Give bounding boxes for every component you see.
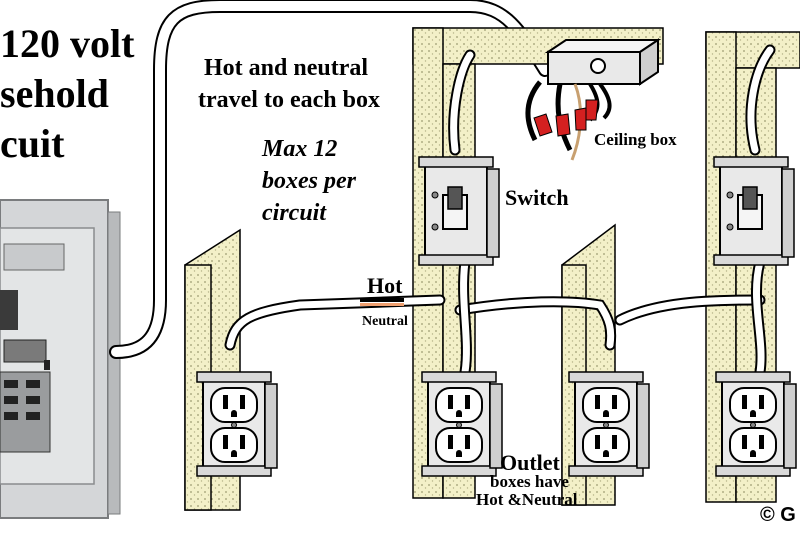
breaker-panel — [0, 199, 121, 519]
title-line-1: 120 volt — [0, 21, 135, 66]
copyright-label: © G — [760, 504, 796, 526]
ceiling-box-label: Ceiling box — [594, 130, 677, 149]
hot-neutral-wires — [360, 298, 404, 306]
hot-label: Hot — [367, 273, 403, 298]
max-label-line-1: Max 12 — [262, 136, 338, 162]
title-line-2: sehold — [0, 71, 109, 116]
main-cable — [109, 0, 552, 359]
outlet-label-line-1: Outlet — [500, 450, 560, 475]
ceiling-box — [525, 38, 662, 161]
outlet-label-line-2: boxes have — [490, 472, 569, 491]
outlet-1 — [196, 371, 278, 477]
outlet-2 — [421, 371, 503, 477]
travel-label-line-2: travel to each box — [198, 87, 380, 113]
switch-2 — [713, 156, 795, 266]
neutral-label: Neutral — [362, 314, 408, 329]
switch-label: Switch — [505, 185, 569, 210]
travel-label-line-1: Hot and neutral — [204, 55, 369, 81]
title-line-3: cuit — [0, 121, 65, 166]
branch-cables — [224, 44, 776, 378]
outlet-4 — [715, 371, 797, 477]
switch-1 — [418, 156, 500, 266]
outlet-label-line-3: Hot &Neutral — [476, 490, 578, 509]
max-label-line-2: boxes per — [262, 168, 356, 194]
outlet-3 — [568, 371, 650, 477]
max-label-line-3: circuit — [262, 200, 326, 226]
